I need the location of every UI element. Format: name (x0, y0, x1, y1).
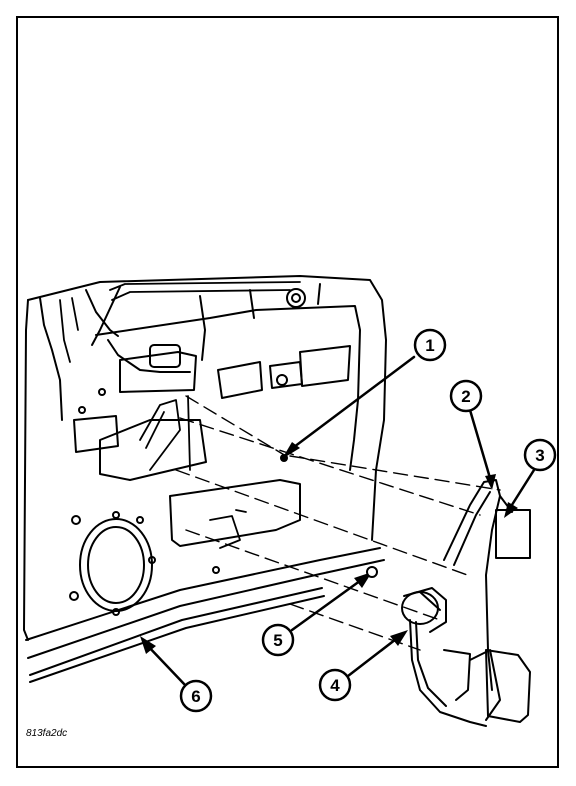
callout-4-label: 4 (330, 676, 340, 695)
figure-frame (16, 16, 559, 768)
callout-2: 2 (449, 379, 496, 490)
speaker-opening (79, 511, 156, 616)
callout-2-label: 2 (461, 387, 470, 406)
door-inner-panel (23, 275, 387, 641)
window-regulator (443, 479, 531, 723)
figure-code: 813fa2dc (26, 728, 67, 739)
window-frame (59, 281, 301, 363)
alignment-lines (175, 395, 501, 651)
callout-3: 3 (504, 438, 557, 518)
callout-1: 1 (280, 328, 447, 462)
callout-4: 4 (318, 630, 408, 702)
callout-5: 5 (261, 566, 378, 657)
callout-3-label: 3 (535, 446, 544, 465)
lower-flange (25, 547, 385, 683)
callout-6: 6 (140, 636, 213, 713)
door-cable-routing (139, 395, 247, 549)
callout-1-label: 1 (425, 336, 434, 355)
callout-5-label: 5 (273, 631, 282, 650)
regulator-motor (401, 587, 487, 727)
callout-6-label: 6 (191, 687, 200, 706)
access-holes (69, 288, 351, 601)
